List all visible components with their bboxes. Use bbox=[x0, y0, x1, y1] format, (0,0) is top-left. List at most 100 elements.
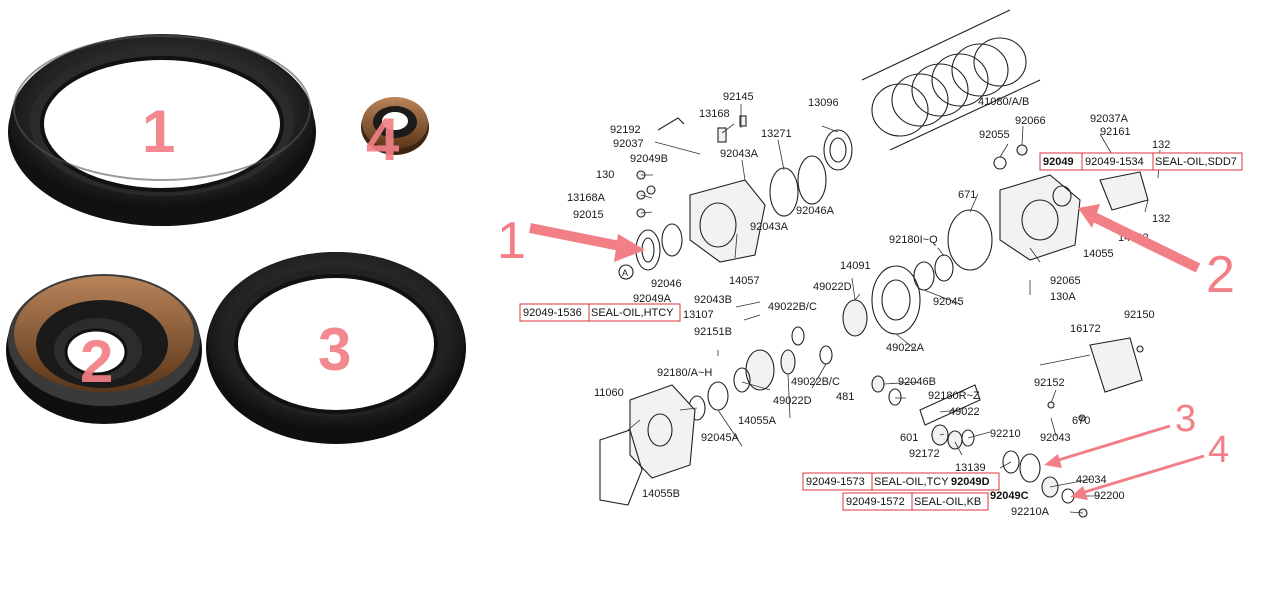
label-41080: 41080/A/B bbox=[978, 96, 1029, 108]
label-92200: 92200 bbox=[1094, 490, 1125, 502]
photo-number-4: 4 bbox=[366, 106, 400, 173]
callout-4-part: 92049-1572 bbox=[846, 496, 905, 508]
label-92151b: 92151B bbox=[694, 326, 732, 338]
part-labels: 92145 13168 92192 92037 92049B 130 13168… bbox=[567, 91, 1170, 518]
label-92015: 92015 bbox=[573, 209, 604, 221]
photo-number-2: 2 bbox=[80, 328, 113, 395]
housing-14055a bbox=[629, 384, 696, 479]
label-92066: 92066 bbox=[1015, 115, 1046, 127]
callout-seal-3: 92049-1573 SEAL-OIL,TCY 92049D bbox=[802, 472, 1000, 491]
diagram-number-1: 1 bbox=[497, 212, 526, 270]
label-92065: 92065 bbox=[1050, 275, 1081, 287]
housing-14055 bbox=[999, 174, 1081, 261]
circle-marker bbox=[618, 264, 634, 280]
seal-photo-4 bbox=[361, 97, 429, 155]
label-92180i-q: 92180I~Q bbox=[889, 234, 938, 246]
arrow-4 bbox=[1077, 454, 1205, 496]
seal-photo-2 bbox=[6, 274, 202, 424]
arrow-3 bbox=[1051, 424, 1171, 464]
clutch-plate-stack bbox=[861, 9, 1041, 151]
label-14057: 14057 bbox=[729, 275, 760, 287]
o-ring-671 bbox=[947, 209, 993, 271]
label-14055a: 14055A bbox=[738, 415, 777, 427]
label-92049a: 92049A bbox=[633, 293, 672, 305]
actuator-16172 bbox=[1089, 337, 1143, 393]
diagram-number-4: 4 bbox=[1208, 429, 1229, 471]
ring-13271 bbox=[769, 167, 799, 217]
label-130: 130 bbox=[596, 169, 614, 181]
diagram-number-3: 3 bbox=[1175, 398, 1196, 440]
label-92037: 92037 bbox=[613, 138, 644, 150]
label-92043a-upper: 92043A bbox=[720, 148, 759, 160]
label-16172: 16172 bbox=[1070, 323, 1101, 335]
label-92045a: 92045A bbox=[701, 432, 740, 444]
callout-1-part: 92049-1536 bbox=[523, 307, 582, 319]
label-92172: 92172 bbox=[909, 448, 940, 460]
label-132-lower: 132 bbox=[1152, 213, 1170, 225]
label-92043b: 92043B bbox=[694, 294, 732, 306]
seal-photo-1 bbox=[8, 34, 316, 226]
callout-2-ref: 92049 bbox=[1043, 156, 1074, 168]
label-92161: 92161 bbox=[1100, 126, 1131, 138]
seal-photo-3 bbox=[206, 252, 466, 444]
label-11060: 11060 bbox=[594, 387, 624, 399]
label-13168: 13168 bbox=[699, 108, 730, 120]
callout-3-desc: SEAL-OIL,TCY bbox=[874, 476, 949, 488]
callout-arrows bbox=[529, 204, 1205, 500]
seal-92049d bbox=[1019, 453, 1041, 483]
callout-2-part: 92049-1534 bbox=[1085, 156, 1144, 168]
callout-1-desc: SEAL-OIL,HTCY bbox=[591, 307, 674, 319]
label-49022a: 49022A bbox=[886, 342, 925, 354]
diagram-number-2: 2 bbox=[1206, 246, 1235, 304]
label-92150: 92150 bbox=[1124, 309, 1155, 321]
gasket-14055b bbox=[599, 429, 643, 506]
label-671: 671 bbox=[958, 189, 976, 201]
label-13168a: 13168A bbox=[567, 192, 606, 204]
label-92045: 92045 bbox=[933, 296, 964, 308]
label-49022bc-upper: 49022B/C bbox=[768, 301, 817, 313]
label-670: 670 bbox=[1072, 415, 1090, 427]
label-92180r-z: 92180R~Z bbox=[928, 390, 980, 402]
callout-3-ref: 92049D bbox=[951, 476, 990, 488]
ring-92046a bbox=[797, 155, 827, 205]
label-49022bc-lower: 49022B/C bbox=[791, 376, 840, 388]
label-92210a: 92210A bbox=[1011, 506, 1050, 518]
callout-seal-2: 92049 92049-1534 SEAL-OIL,SDD7 bbox=[1039, 152, 1243, 171]
label-601: 601 bbox=[900, 432, 918, 444]
label-130a: 130A bbox=[1050, 291, 1076, 303]
label-92037a: 92037A bbox=[1090, 113, 1129, 125]
label-92210: 92210 bbox=[990, 428, 1021, 440]
label-13107: 13107 bbox=[683, 309, 714, 321]
callout-seal-4: 92049-1572 SEAL-OIL,KB 92049C bbox=[842, 490, 1029, 511]
pinion-shaft bbox=[871, 375, 981, 450]
callout-3-part: 92049-1573 bbox=[806, 476, 865, 488]
label-92046b: 92046B bbox=[898, 376, 936, 388]
label-13139: 13139 bbox=[955, 462, 986, 474]
seal-92049-1534 bbox=[1052, 185, 1072, 207]
photo-number-3: 3 bbox=[318, 316, 351, 383]
label-42034: 42034 bbox=[1076, 474, 1107, 486]
arrow-2 bbox=[1087, 210, 1201, 273]
gear-13096 bbox=[823, 129, 853, 171]
label-92049b: 92049B bbox=[630, 153, 668, 165]
label-92152: 92152 bbox=[1034, 377, 1065, 389]
ring-gear-49022a bbox=[871, 265, 921, 335]
label-92043a-lower: 92043A bbox=[750, 221, 789, 233]
photo-number-1: 1 bbox=[142, 98, 175, 165]
label-481: 481 bbox=[836, 391, 854, 403]
label-49022: 49022 bbox=[949, 406, 980, 418]
seal-92046 bbox=[661, 223, 683, 257]
bracket-14092 bbox=[1099, 171, 1149, 211]
arrow-1 bbox=[529, 223, 631, 253]
callout-4-ref: 92049C bbox=[990, 490, 1029, 502]
label-92180a-h: 92180/A~H bbox=[657, 367, 712, 379]
label-14055b: 14055B bbox=[642, 488, 680, 500]
label-132-upper: 132 bbox=[1152, 139, 1170, 151]
label-92192: 92192 bbox=[610, 124, 641, 136]
label-92046: 92046 bbox=[651, 278, 682, 290]
label-13271: 13271 bbox=[761, 128, 792, 140]
label-14091: 14091 bbox=[840, 260, 871, 272]
circle-marker-label: A bbox=[622, 268, 628, 278]
label-13096: 13096 bbox=[808, 97, 839, 109]
